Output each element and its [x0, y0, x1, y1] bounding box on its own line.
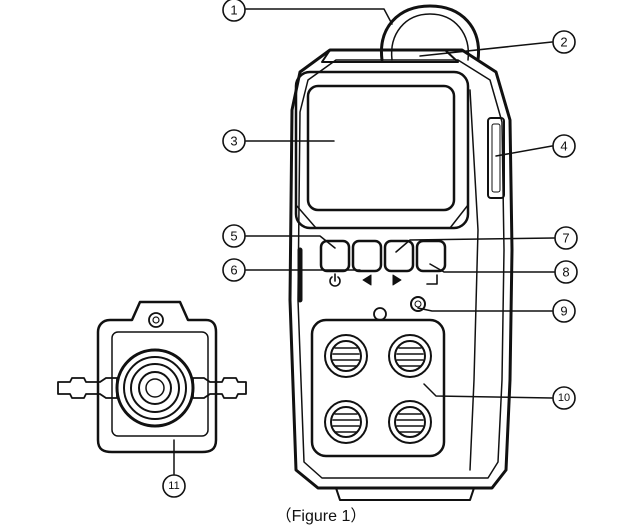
sensor-panel: [310, 318, 446, 458]
leader-line-1: [245, 8, 393, 25]
calibration-cap: [57, 300, 247, 454]
sensor-port: [388, 334, 432, 378]
callout-circle-1: [222, 0, 246, 22]
side-clip: [487, 117, 505, 199]
power-icon: [329, 273, 341, 287]
side-rail-right-inner: [469, 89, 479, 471]
left-arrow-icon: [362, 274, 372, 286]
screen-bezel-corner-marks: [295, 204, 469, 229]
callout-circle-11: [162, 474, 186, 498]
sensor-port: [388, 400, 432, 444]
buzzer-hole: [373, 307, 387, 321]
screen-bezel: [294, 70, 470, 230]
callout-number-3: 3: [230, 134, 237, 149]
callout-number-1: 1: [230, 3, 237, 18]
side-clip-inner: [491, 123, 501, 193]
callout-circle-4: [552, 134, 576, 158]
callout-number-4: 4: [560, 139, 567, 154]
right-button[interactable]: [383, 239, 415, 273]
bottom-tab: [335, 487, 475, 501]
sensor-port: [324, 334, 368, 378]
callout-circle-6: [222, 258, 246, 282]
callout-number-9: 9: [560, 304, 567, 319]
clip-ring: [380, 4, 480, 62]
lcd-screen: [306, 84, 456, 212]
leader-line-10: [423, 383, 553, 399]
callout-number-11: 11: [168, 480, 179, 492]
leader-line-7: [395, 237, 555, 253]
enter-icon: [426, 274, 438, 285]
leader-line-4: [495, 145, 553, 157]
callout-number-8: 8: [562, 265, 569, 280]
device-body-inner-outline: [297, 59, 505, 479]
leader-line-2: [419, 41, 553, 57]
left-button[interactable]: [351, 239, 383, 273]
indicator-led-inner: [414, 300, 422, 308]
callout-circle-10: [552, 386, 576, 410]
callout-circle-5: [222, 224, 246, 248]
enter-button[interactable]: [415, 239, 447, 273]
callout-number-6: 6: [230, 263, 237, 278]
clip-ring-inner: [390, 13, 470, 61]
callout-circle-7: [554, 226, 578, 250]
leader-line-5: [245, 235, 336, 249]
figure-caption: （Figure 1）: [275, 508, 367, 525]
leader-line-8: [429, 263, 555, 273]
callout-number-2: 2: [560, 35, 567, 50]
callout-circle-9: [552, 299, 576, 323]
right-arrow-icon: [392, 274, 402, 286]
indicator-led: [410, 296, 426, 312]
callout-number-5: 5: [230, 229, 237, 244]
power-button[interactable]: [319, 239, 351, 273]
callout-number-7: 7: [562, 231, 569, 246]
leader-line-9: [417, 307, 553, 312]
callout-number-10: 10: [558, 392, 570, 404]
callout-circle-3: [222, 129, 246, 153]
callout-circle-8: [554, 260, 578, 284]
side-rail-right: [461, 49, 513, 471]
sensor-port: [324, 400, 368, 444]
callout-circle-2: [552, 30, 576, 54]
